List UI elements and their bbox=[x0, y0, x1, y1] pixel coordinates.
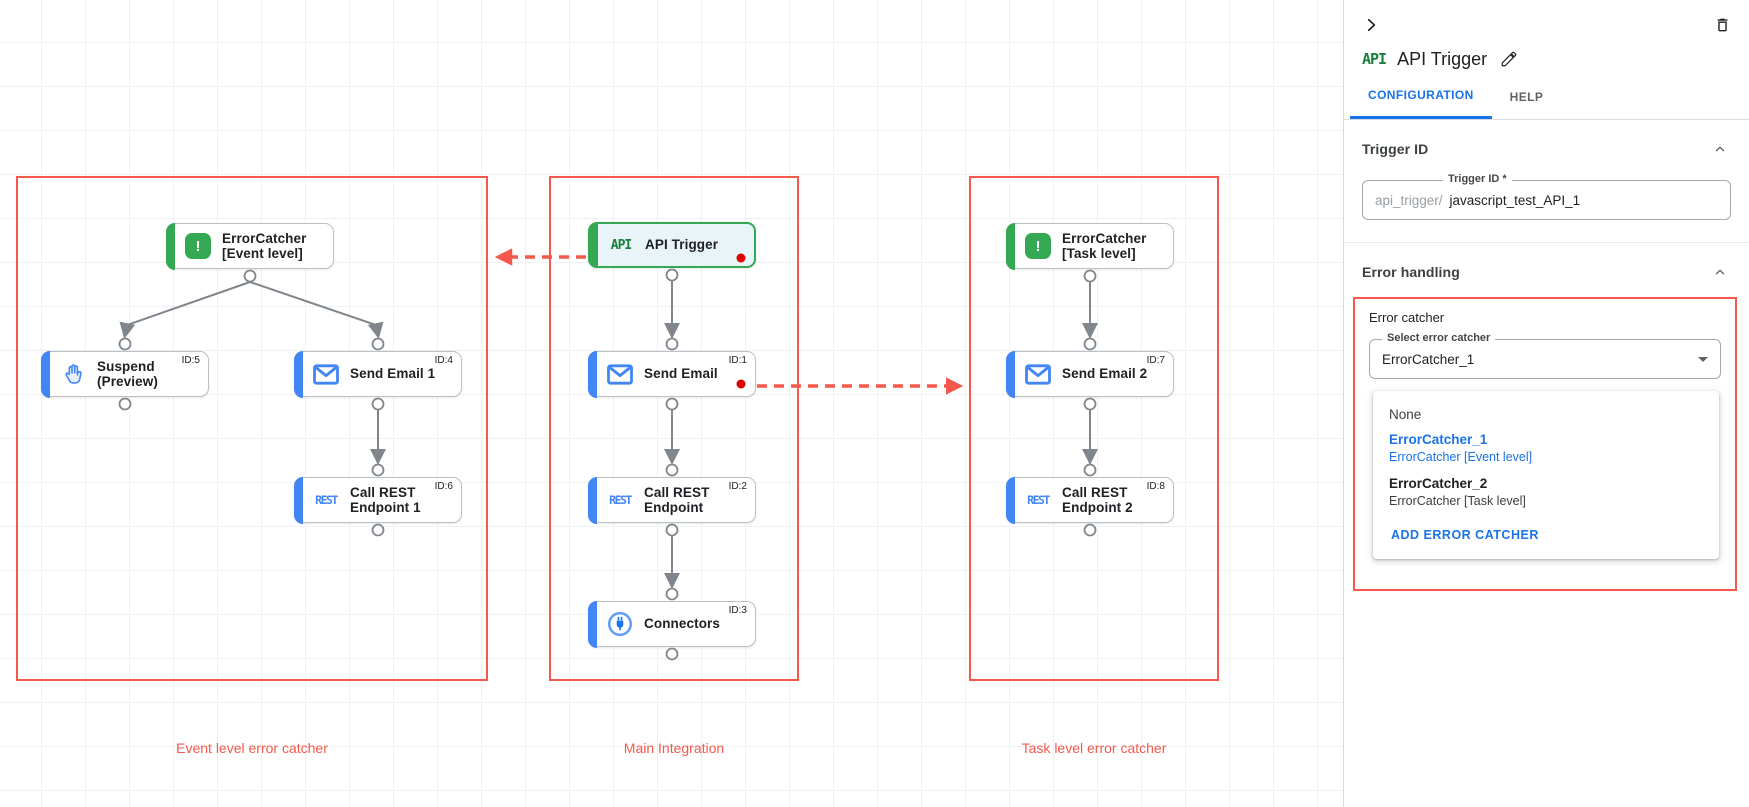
accent-bar bbox=[40, 350, 50, 398]
accent-bar bbox=[588, 222, 598, 268]
error-catcher-icon: ! bbox=[1023, 233, 1053, 259]
node-suspend[interactable]: Suspend(Preview) ID:5 bbox=[40, 350, 209, 398]
trigger-id-value: javascript_test_API_1 bbox=[1449, 192, 1581, 208]
email-icon bbox=[311, 363, 341, 385]
config-side-panel: API API Trigger CONFIGURATION HELP Trigg… bbox=[1343, 0, 1749, 807]
chevron-up-icon bbox=[1715, 146, 1725, 152]
task-id-badge: ID:7 bbox=[1146, 355, 1165, 366]
task-id-badge: ID:6 bbox=[434, 481, 453, 492]
accent-bar bbox=[587, 476, 597, 524]
main-integration-group-box bbox=[549, 176, 799, 681]
task-level-group-label: Task level error catcher bbox=[1021, 740, 1167, 756]
hand-icon bbox=[58, 362, 88, 386]
tab-configuration[interactable]: CONFIGURATION bbox=[1350, 74, 1492, 119]
accent-bar bbox=[1005, 350, 1015, 398]
section-divider bbox=[1344, 242, 1749, 243]
accent-bar bbox=[1005, 222, 1015, 270]
menu-option-errorcatcher-2[interactable]: ErrorCatcher_2 ErrorCatcher [Task level] bbox=[1389, 476, 1526, 508]
tab-help[interactable]: HELP bbox=[1492, 74, 1562, 119]
api-trigger-type-badge: API bbox=[1362, 50, 1387, 68]
rest-icon: REST bbox=[609, 493, 632, 507]
task-id-badge: ID:4 bbox=[434, 355, 453, 366]
rest-icon: REST bbox=[315, 493, 338, 507]
menu-option-none[interactable]: None bbox=[1389, 407, 1422, 422]
error-catcher-menu: None ErrorCatcher_1 ErrorCatcher [Event … bbox=[1373, 391, 1719, 559]
add-error-catcher-button[interactable]: ADD ERROR CATCHER bbox=[1389, 524, 1541, 546]
node-send-email-1[interactable]: Send Email 1 ID:4 bbox=[293, 350, 462, 398]
accent-bar bbox=[1005, 476, 1015, 524]
task-level-group-box bbox=[969, 176, 1219, 681]
task-id-badge: ID:5 bbox=[181, 355, 200, 366]
accent-bar bbox=[587, 600, 597, 648]
accent-bar bbox=[293, 350, 303, 398]
node-send-email-2[interactable]: Send Email 2 ID:7 bbox=[1005, 350, 1174, 398]
error-catcher-annotation-box: Error catcher Select error catcher Error… bbox=[1353, 297, 1737, 591]
workflow-canvas[interactable]: Event level error catcher Main Integrati… bbox=[0, 0, 1343, 807]
select-error-catcher-label: Select error catcher bbox=[1382, 332, 1496, 344]
email-icon bbox=[1023, 363, 1053, 385]
caret-down-icon bbox=[1698, 356, 1708, 362]
accent-bar bbox=[293, 476, 303, 524]
rest-icon: REST bbox=[1027, 493, 1050, 507]
select-error-catcher-value: ErrorCatcher_1 bbox=[1382, 351, 1475, 367]
task-id-badge: ID:8 bbox=[1146, 481, 1165, 492]
node-errorcatcher-event-level[interactable]: ! ErrorCatcher[Event level] bbox=[165, 222, 334, 270]
api-icon: API bbox=[610, 237, 633, 253]
node-connectors[interactable]: Connectors ID:3 bbox=[587, 600, 756, 648]
menu-option-errorcatcher-1[interactable]: ErrorCatcher_1 ErrorCatcher [Event level… bbox=[1389, 432, 1533, 464]
connectors-icon bbox=[605, 611, 635, 637]
trigger-id-input[interactable]: Trigger ID * api_trigger/ javascript_tes… bbox=[1362, 173, 1731, 220]
panel-title: API Trigger bbox=[1397, 48, 1488, 69]
trigger-id-field-label: Trigger ID * bbox=[1443, 173, 1512, 185]
node-errorcatcher-task-level[interactable]: ! ErrorCatcher[Task level] bbox=[1005, 222, 1174, 270]
trigger-id-prefix: api_trigger/ bbox=[1375, 192, 1443, 208]
error-catcher-label: Error catcher bbox=[1369, 310, 1445, 325]
node-api-trigger[interactable]: API API Trigger bbox=[588, 222, 756, 268]
email-icon bbox=[605, 363, 635, 385]
edit-title-button[interactable] bbox=[1498, 48, 1520, 70]
task-id-badge: ID:2 bbox=[728, 481, 747, 492]
panel-tabs: CONFIGURATION HELP bbox=[1344, 74, 1749, 120]
error-handling-section-heading: Error handling bbox=[1362, 264, 1460, 280]
task-id-badge: ID:3 bbox=[728, 605, 747, 616]
node-send-email[interactable]: Send Email ID:1 bbox=[587, 350, 756, 398]
trash-icon bbox=[1717, 18, 1728, 32]
collapse-panel-button[interactable] bbox=[1360, 14, 1382, 36]
delete-trigger-button[interactable] bbox=[1712, 14, 1733, 36]
accent-bar bbox=[587, 350, 597, 398]
accent-bar bbox=[165, 222, 175, 270]
trigger-id-section-heading: Trigger ID bbox=[1362, 141, 1429, 157]
collapse-error-handling-section[interactable] bbox=[1711, 263, 1729, 281]
event-level-group-box bbox=[16, 176, 488, 681]
task-id-badge: ID:1 bbox=[728, 355, 747, 366]
chevron-up-icon bbox=[1715, 269, 1725, 275]
select-error-catcher-dropdown[interactable]: Select error catcher ErrorCatcher_1 bbox=[1369, 332, 1721, 379]
chevron-right-icon bbox=[1367, 18, 1376, 32]
error-catcher-icon: ! bbox=[183, 233, 213, 259]
main-integration-group-label: Main Integration bbox=[623, 740, 725, 756]
collapse-trigger-id-section[interactable] bbox=[1711, 140, 1729, 158]
event-level-group-label: Event level error catcher bbox=[176, 740, 328, 756]
pencil-icon bbox=[1501, 51, 1517, 67]
